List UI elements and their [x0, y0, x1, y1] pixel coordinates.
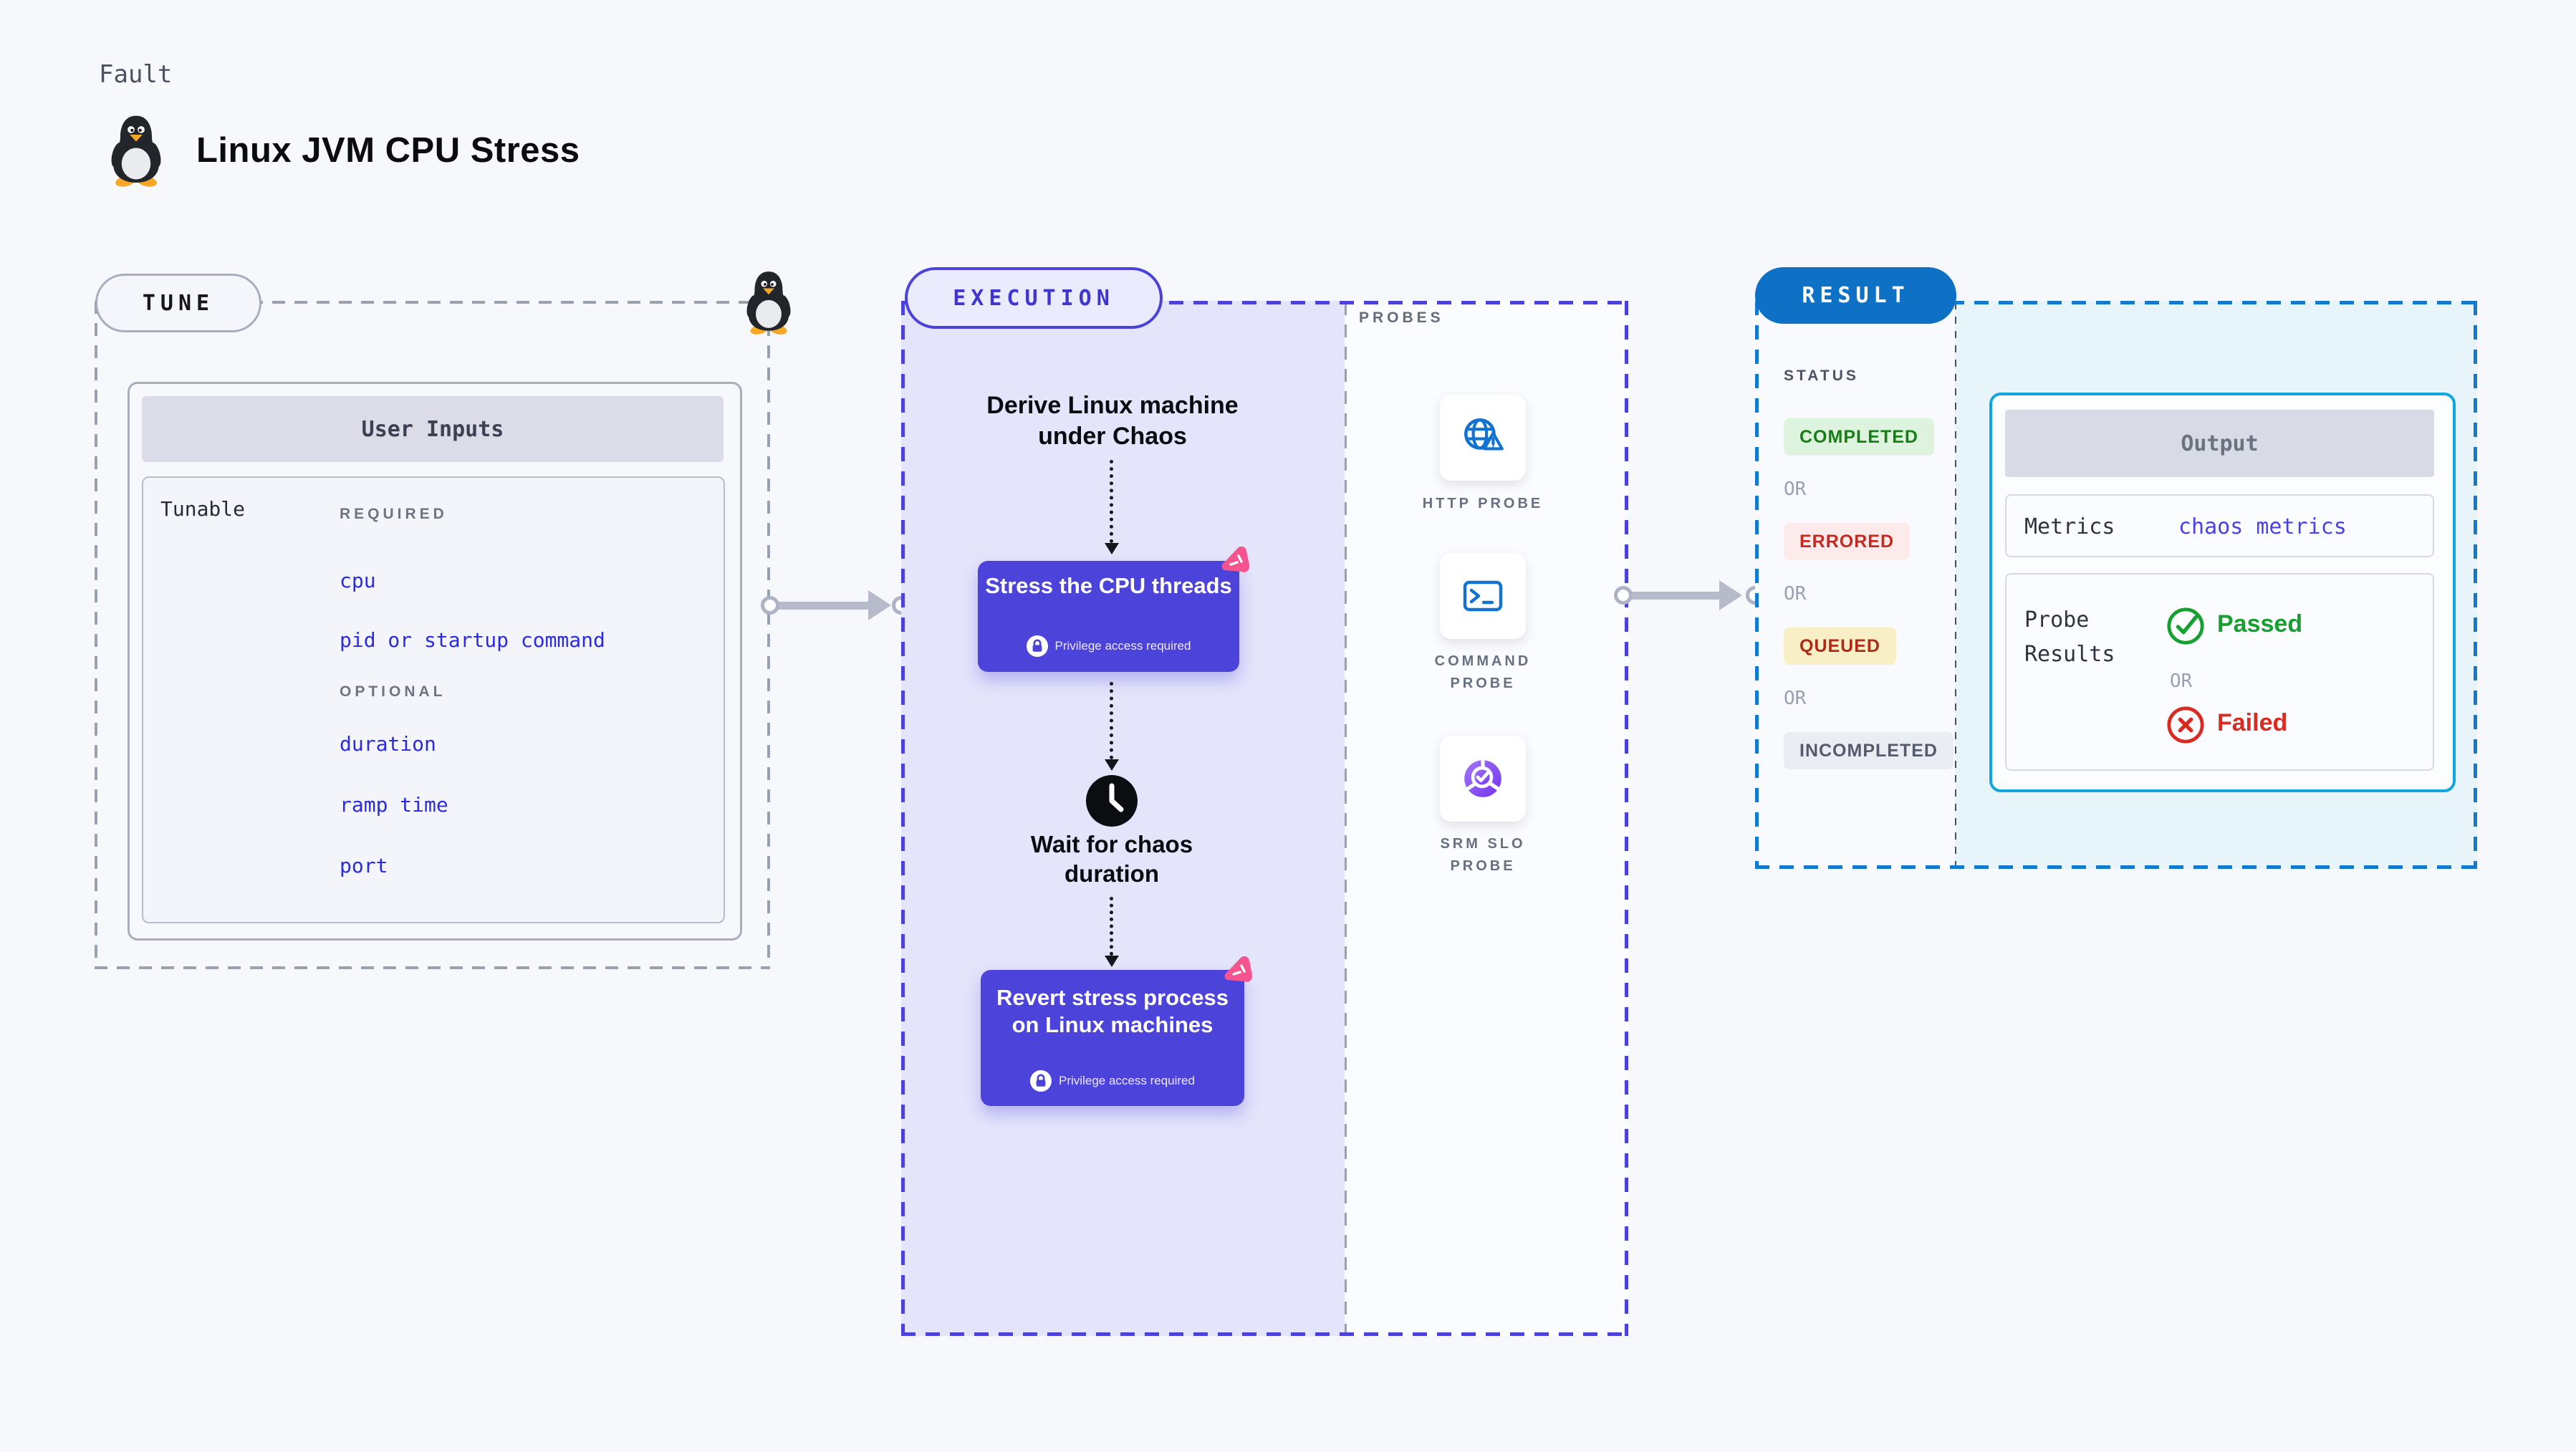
- execution-border-right: [1625, 301, 1628, 1336]
- status-badge-incompleted: INCOMPLETED: [1784, 732, 1953, 769]
- user-inputs-header: User Inputs: [142, 396, 724, 462]
- execution-badge: EXECUTION: [905, 267, 1163, 329]
- metrics-label: Metrics: [2024, 514, 2115, 539]
- revert-privilege-row: Privilege access required: [981, 1070, 1244, 1092]
- chaos-fault-icon: [1221, 546, 1250, 572]
- tunable-link-ramp-time[interactable]: ramp time: [340, 793, 448, 817]
- status-output-separator: [1955, 302, 1956, 867]
- chaos-metrics-link[interactable]: chaos metrics: [2178, 514, 2347, 539]
- tune-border-left: [95, 301, 97, 969]
- result-border-right: [2474, 301, 2477, 869]
- tune-border-right: [767, 301, 770, 969]
- chaos-fault-icon: [1224, 956, 1253, 982]
- result-badge: RESULT: [1755, 267, 1956, 324]
- tunable-link-cpu[interactable]: cpu: [340, 569, 376, 592]
- tune-border-bottom: [95, 966, 770, 969]
- result-border-top: [1755, 301, 2477, 304]
- execution-to-result-arrow-shaft: [1631, 592, 1721, 600]
- user-inputs-card: [128, 382, 742, 941]
- tunable-link-port[interactable]: port: [340, 854, 388, 878]
- output-title: Output: [2181, 431, 2259, 456]
- failed-x-icon: [2167, 706, 2204, 744]
- tune-to-execution-arrow-head: [868, 590, 891, 620]
- revert-stress-step-card: Revert stress process on Linux machines …: [981, 970, 1244, 1106]
- flow-arrow-head-3: [1105, 956, 1119, 967]
- user-inputs-table: [142, 476, 725, 923]
- http-probe-card: [1440, 395, 1526, 481]
- tunable-row-label: Tunable: [160, 497, 246, 521]
- execution-to-result-arrow-head: [1719, 580, 1742, 610]
- globe-alert-icon: [1464, 418, 1504, 451]
- execution-badge-label: EXECUTION: [953, 285, 1115, 311]
- flow-arrow-head-2: [1105, 759, 1119, 771]
- status-or-separator: OR: [1784, 583, 1807, 605]
- passed-check-icon: [2167, 607, 2204, 645]
- stress-cpu-step-title: Stress the CPU threads: [985, 573, 1232, 598]
- flow-arrow-line-3: [1110, 897, 1113, 956]
- tunable-link-pid-or-startup-command[interactable]: pid or startup command: [340, 628, 605, 652]
- flow-arrow-line-2: [1110, 682, 1113, 759]
- tune-badge: TUNE: [95, 274, 261, 332]
- stress-privilege-row: Privilege access required: [978, 635, 1239, 657]
- flow-arrow-line-1: [1110, 460, 1113, 543]
- srm-slo-probe-card: [1440, 736, 1526, 822]
- passed-label: Passed: [2217, 610, 2303, 638]
- tune-border-top: [95, 301, 770, 304]
- srm-slo-probe-label: SRM SLO PROBE: [1440, 836, 1526, 874]
- tune-out-connector-dot: [761, 596, 779, 615]
- terminal-icon: [1463, 580, 1503, 612]
- output-or-separator: OR: [2170, 670, 2193, 692]
- tunable-link-duration[interactable]: duration: [340, 732, 436, 756]
- probes-section-label: PROBES: [1359, 309, 1444, 326]
- tux-connector-icon: [746, 271, 791, 335]
- status-badge-completed: COMPLETED: [1784, 418, 1934, 456]
- status-badge-queued: QUEUED: [1784, 628, 1896, 665]
- output-header: Output: [2005, 410, 2434, 477]
- user-inputs-title: User Inputs: [361, 416, 504, 442]
- derive-step-label: Derive Linux machine under Chaos: [986, 392, 1239, 450]
- metrics-row: Metrics chaos metrics: [2005, 494, 2434, 557]
- failed-label: Failed: [2217, 709, 2288, 736]
- command-probe-card: [1440, 553, 1526, 639]
- execution-border-top: [901, 301, 1628, 304]
- execution-out-connector-dot: [1614, 586, 1633, 605]
- flow-arrow-head-1: [1105, 543, 1119, 554]
- result-badge-label: RESULT: [1802, 283, 1910, 308]
- command-probe-label: COMMAND PROBE: [1434, 653, 1532, 691]
- status-badge-errored: ERRORED: [1784, 523, 1911, 560]
- optional-section-label: OPTIONAL: [340, 683, 446, 700]
- clock-icon: [1086, 775, 1138, 827]
- tune-to-execution-arrow-shaft: [778, 602, 871, 610]
- tune-badge-label: TUNE: [142, 290, 215, 316]
- result-border-bottom: [1755, 865, 2477, 869]
- probe-results-label: Probe Results: [2024, 607, 2115, 667]
- status-column-label: STATUS: [1784, 367, 1859, 384]
- stress-privilege-note: Privilege access required: [1054, 639, 1191, 653]
- http-probe-label: HTTP PROBE: [1422, 496, 1544, 511]
- required-section-label: REQUIRED: [340, 506, 448, 522]
- revert-privilege-note: Privilege access required: [1059, 1074, 1195, 1087]
- result-border-left: [1755, 301, 1759, 869]
- slo-pie-check-icon: [1464, 760, 1501, 797]
- status-or-separator: OR: [1784, 688, 1807, 709]
- revert-stress-step-title: Revert stress process on Linux machines: [996, 985, 1229, 1037]
- wait-step-label: Wait for chaos duration: [1030, 831, 1193, 887]
- lock-icon: [1026, 635, 1048, 657]
- page-title: Linux JVM CPU Stress: [196, 131, 580, 170]
- lock-icon: [1030, 1070, 1052, 1092]
- linux-tux-icon: [111, 115, 161, 187]
- execution-probes-separator: [1345, 302, 1347, 1335]
- execution-border-left: [901, 301, 905, 1336]
- fault-kind-label: Fault: [99, 60, 173, 89]
- execution-border-bottom: [901, 1332, 1628, 1336]
- status-or-separator: OR: [1784, 479, 1807, 500]
- probe-results-row: Probe Results Passed OR Failed: [2005, 573, 2434, 771]
- stress-cpu-step-card: Stress the CPU threads Privilege access …: [978, 561, 1239, 672]
